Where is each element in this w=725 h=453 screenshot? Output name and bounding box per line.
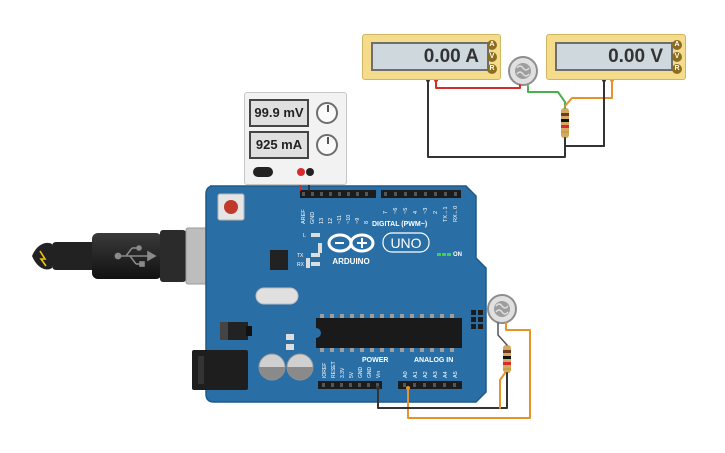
psu-current-display: 925 mA [249, 131, 309, 159]
top-photoresistor[interactable] [508, 56, 538, 86]
voltmeter-mode-r[interactable]: R [672, 64, 682, 74]
led-tx [311, 253, 320, 257]
pin-label-10: ~10 [346, 215, 352, 224]
psu-voltage-display: 99.9 mV [249, 99, 309, 127]
pin-label-rx0: RX←0 [453, 206, 459, 222]
arduino-logo-icon [327, 233, 375, 253]
pin-label-gnd-1: GND [358, 367, 364, 379]
pin-label-4: 4 [413, 211, 419, 214]
pin-label-9: ~9 [355, 218, 361, 224]
ammeter-mode-v[interactable]: V [487, 52, 497, 62]
psu-negative-terminal[interactable] [306, 168, 314, 176]
pin-label-ioref: IOREF [322, 363, 328, 378]
analog-header-label: ANALOG IN [414, 357, 453, 364]
voltmeter-display: 0.00 V [555, 42, 673, 71]
led-rx [311, 262, 320, 266]
uno-badge [382, 232, 430, 253]
led-label-tx: TX [297, 253, 304, 259]
pin-label-a4: A4 [443, 371, 449, 378]
ammeter-display: 0.00 A [371, 42, 489, 71]
bottom-header-sockets [322, 383, 456, 387]
capacitor [258, 353, 286, 381]
pin-label-reset: RESET [331, 361, 337, 378]
psu-power-switch[interactable] [253, 167, 273, 177]
atmega-microcontroller [316, 318, 462, 348]
reset-button[interactable] [217, 193, 245, 221]
psu-voltage-knob[interactable] [316, 102, 338, 124]
pin-label-12: 12 [328, 218, 334, 224]
power-supply[interactable]: 99.9 mV 925 mA [244, 92, 347, 185]
pin-label-aref: AREF [301, 209, 307, 224]
bottom-photoresistor[interactable] [487, 294, 517, 324]
pin-label-7: 7 [383, 211, 389, 214]
crystal-oscillator [255, 287, 299, 305]
capacitor [286, 353, 314, 381]
pin-label-2: 2 [433, 211, 439, 214]
usb-chip [270, 250, 288, 270]
icsp-header [471, 310, 483, 329]
usb-cable[interactable] [32, 227, 219, 285]
arduino-brand-text: ARDUINO [332, 257, 369, 266]
pin-label-11: ~11 [337, 215, 343, 224]
led-label-l: L [303, 233, 306, 239]
power-pin-labels: IOREF RESET 3.3V 5V GND GND Vin [322, 361, 382, 378]
uno-model-text: UNO [390, 235, 421, 251]
led-l [311, 233, 320, 237]
pin-label-a3: A3 [433, 371, 439, 378]
pin-label-3: ~3 [423, 208, 429, 214]
voltmeter-mode-v[interactable]: V [672, 52, 682, 62]
pin-label-3v3: 3.3V [340, 367, 346, 378]
psu-positive-terminal[interactable] [297, 168, 305, 176]
usb-logo-icon [114, 245, 157, 267]
on-led-label: ON [453, 252, 462, 258]
ammeter-mode-a[interactable]: A [487, 40, 497, 50]
bottom-resistor[interactable] [503, 345, 511, 373]
pin-label-6: ~6 [393, 208, 399, 214]
top-resistor[interactable] [561, 108, 569, 138]
pin-label-5: ~5 [403, 208, 409, 214]
voltage-regulator [228, 322, 248, 340]
dc-power-jack [192, 350, 248, 390]
pin-label-13: 13 [319, 218, 325, 224]
led-label-rx: RX [297, 262, 305, 268]
top-circuit-wires[interactable] [426, 78, 614, 158]
voltmeter[interactable]: 0.00 V A V R [546, 34, 686, 80]
pin-label-tx1: TX→1 [443, 206, 449, 222]
digital-header-sockets [302, 192, 457, 196]
pin-label-5v: 5V [349, 371, 355, 378]
pin-label-8: 8 [364, 221, 370, 224]
pin-label-a5: A5 [453, 371, 459, 378]
pin-label-a1: A1 [413, 371, 419, 378]
analog-header[interactable] [398, 381, 462, 389]
psu-current-knob[interactable] [316, 134, 338, 156]
pin-label-vin: Vin [376, 371, 382, 378]
analog-pin-labels: A0 A1 A2 A3 A4 A5 [403, 371, 459, 378]
arduino-board[interactable]: ARDUINO UNO ON L TX RX [192, 185, 487, 403]
voltmeter-mode-a[interactable]: A [672, 40, 682, 50]
ammeter-mode-r[interactable]: R [487, 64, 497, 74]
ammeter[interactable]: 0.00 A A V R [362, 34, 501, 80]
pin-label-gnd-2: GND [367, 367, 373, 379]
pin-label-a0: A0 [403, 371, 409, 378]
bottom-circuit-wires[interactable] [376, 322, 531, 419]
pin-label-gnd: GND [310, 212, 316, 224]
power-header-label: POWER [362, 357, 388, 364]
pin-label-a2: A2 [423, 371, 429, 378]
digital-pin-labels: AREF GND 13 12 ~11 ~10 ~9 8 7 ~6 ~5 4 ~3… [301, 206, 459, 224]
digital-header-label: DIGITAL (PWM~) [372, 221, 427, 228]
